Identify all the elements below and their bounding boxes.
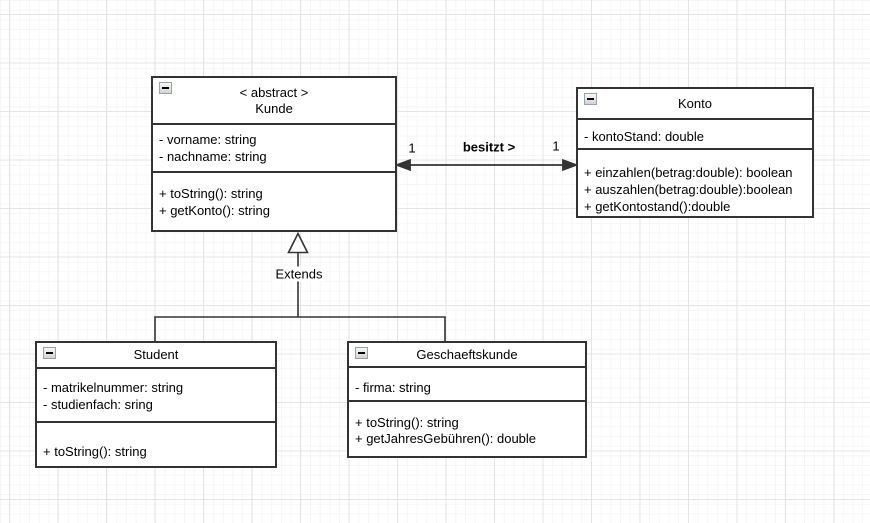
multiplicity-kunde[interactable]: 1 (408, 140, 416, 156)
minus-glyph (358, 352, 365, 354)
class-name: Konto (678, 95, 712, 111)
member-line: + getKontostand():double (584, 199, 731, 214)
member-line: - studienfach: sring (43, 397, 153, 412)
methods-compartment: + toString(): string + getKonto(): string (153, 173, 395, 230)
minus-glyph (46, 352, 53, 354)
member-line: + toString(): string (43, 444, 147, 459)
class-geschaeftskunde-header: Geschaeftskunde (349, 343, 585, 368)
multiplicity-konto[interactable]: 1 (552, 138, 560, 154)
inheritance-label[interactable]: Extends (272, 266, 326, 282)
attributes-compartment: - firma: string (349, 368, 585, 402)
member-line: + getJahresGebühren(): double (355, 431, 537, 446)
member-line: - kontoStand: double (584, 129, 704, 144)
member-line: + auszahlen(betrag:double):boolean (584, 182, 793, 197)
class-konto[interactable]: Konto - kontoStand: double + einzahlen(b… (576, 87, 814, 218)
minus-glyph (162, 87, 169, 89)
class-name: Kunde (255, 100, 293, 116)
class-name: Geschaeftskunde (416, 346, 518, 362)
inheritance-edge[interactable] (154, 231, 446, 342)
member-line: - matrikelnummer: string (43, 380, 184, 395)
association-besitzt-edge[interactable] (394, 158, 579, 172)
class-name: Student (133, 347, 179, 362)
association-label[interactable]: besitzt > (462, 139, 516, 155)
class-stereotype: < abstract > (239, 84, 309, 100)
member-line: + einzahlen(betrag:double): boolean (584, 165, 793, 180)
methods-compartment: + einzahlen(betrag:double): boolean + aus… (578, 150, 812, 216)
class-kunde-header: < abstract > Kunde (153, 78, 395, 125)
collapse-minus-icon[interactable] (584, 93, 597, 105)
class-kunde[interactable]: < abstract > Kunde - vorname: string - na… (151, 76, 397, 232)
methods-compartment: + toString(): string+ getJahresGebühren(… (349, 402, 585, 456)
member-line: + getKonto(): string (159, 203, 270, 218)
methods-compartment: + toString(): string (37, 423, 275, 466)
member-line: - nachname: string (159, 149, 267, 164)
member-line: - vorname: string (159, 132, 257, 147)
collapse-minus-icon[interactable] (355, 347, 368, 359)
minus-glyph (587, 98, 594, 100)
class-student[interactable]: Student - matrikelnummer: string - studie… (35, 341, 277, 468)
attributes-compartment: - kontoStand: double (578, 120, 812, 150)
collapse-minus-icon[interactable] (43, 347, 56, 359)
member-line: + toString(): string (159, 186, 263, 201)
class-student-header: Student (37, 343, 275, 369)
collapse-minus-icon[interactable] (159, 82, 172, 94)
class-konto-header: Konto (578, 89, 812, 120)
attributes-compartment: - matrikelnummer: string - studienfach: s… (37, 369, 275, 423)
attributes-compartment: - vorname: string - nachname: string (153, 125, 395, 173)
member-line: + toString(): string (355, 415, 459, 430)
class-geschaeftskunde[interactable]: Geschaeftskunde - firma: string + toStri… (347, 341, 587, 458)
member-line: - firma: string (355, 380, 431, 395)
